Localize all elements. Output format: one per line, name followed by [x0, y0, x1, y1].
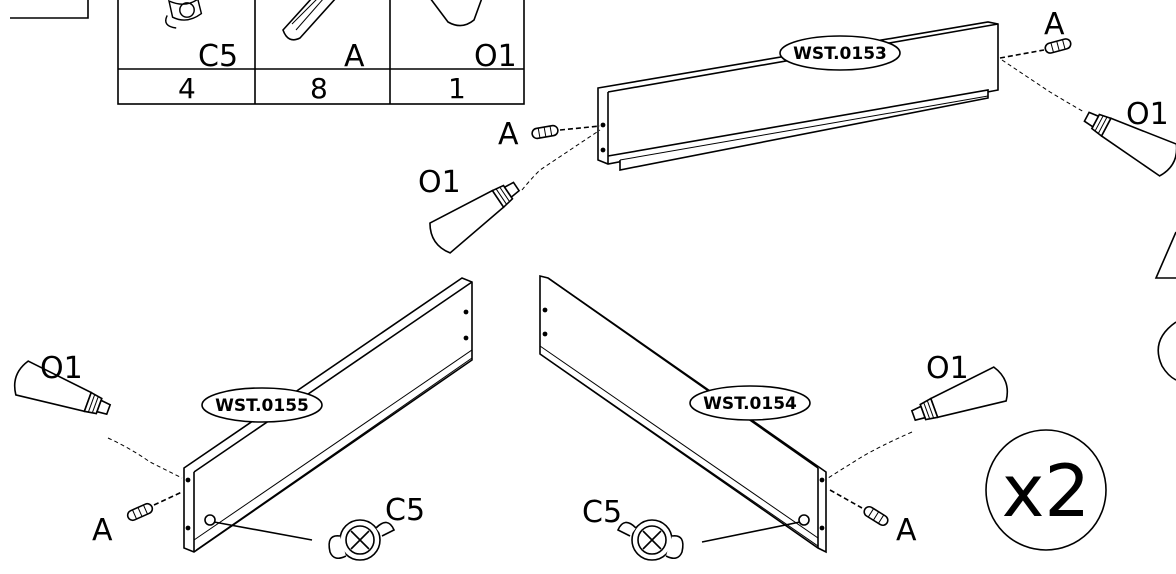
panel-label-left: WST.0155 [215, 396, 309, 416]
cam-lock-icon [617, 519, 684, 561]
label-glue-top-right: O1 [1126, 97, 1169, 132]
multiplier-circle [985, 429, 1107, 551]
table-corner-frame [10, 0, 89, 19]
partial-circle-icon [1157, 321, 1176, 381]
panel-label-oval-top [779, 35, 901, 71]
dowel-icon [125, 501, 155, 523]
dowel-icon [861, 504, 891, 528]
label-glue-right: O1 [926, 351, 969, 386]
label-cam-right: C5 [582, 495, 622, 530]
table-code-o1: O1 [474, 39, 517, 74]
panel-top: WST.0153 [597, 21, 999, 171]
panel-label-top: WST.0153 [793, 44, 887, 64]
panel-left: WST.0155 [183, 277, 473, 553]
table-code-c5: C5 [198, 39, 238, 74]
dowel-icon [530, 124, 560, 140]
table-qty-a: 8 [310, 72, 328, 105]
parts-table: C5 A O1 4 8 1 [10, 0, 525, 105]
panel-label-oval-right [689, 385, 811, 421]
panel-right: WST.0154 [539, 274, 827, 554]
table-code-a: A [344, 39, 365, 74]
wooden-dowel-icon [282, 0, 336, 41]
label-dowel-right: A [896, 513, 917, 548]
glue-tube-icon [430, 0, 483, 27]
label-glue-left: O1 [40, 351, 83, 386]
panel-label-right: WST.0154 [703, 394, 797, 414]
label-dowel-top-right: A [1044, 7, 1065, 42]
quantity-multiplier: x2 [985, 429, 1107, 551]
label-dowel-top-left: A [498, 117, 519, 152]
warning-triangle-icon [1154, 231, 1176, 279]
label-dowel-left: A [92, 513, 113, 548]
label-cam-left: C5 [385, 493, 425, 528]
table-qty-c5: 4 [178, 72, 196, 105]
multiplier-label: x2 [1002, 449, 1090, 533]
panel-label-oval-left [201, 387, 323, 423]
cam-lock-icon [165, 0, 203, 29]
label-glue-top-left: O1 [418, 165, 461, 200]
table-qty-o1: 1 [448, 72, 466, 105]
